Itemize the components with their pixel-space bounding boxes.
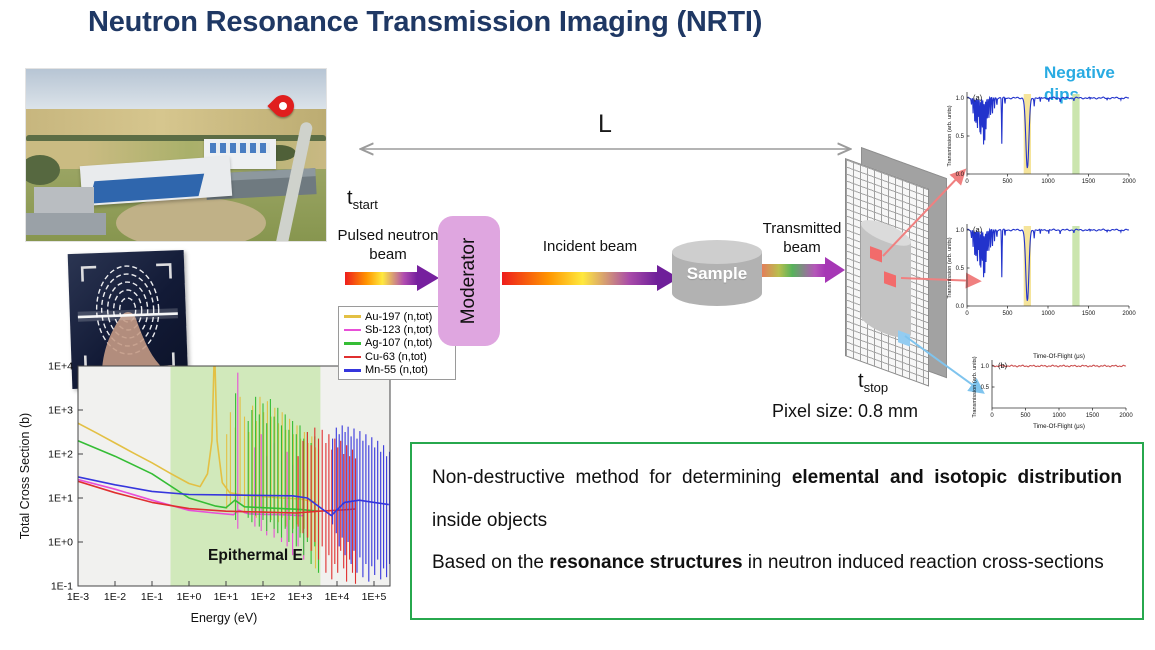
svg-text:2000: 2000	[1122, 311, 1136, 317]
page-title: Neutron Resonance Transmission Imaging (…	[88, 6, 763, 38]
svg-text:Epithermal E: Epithermal E	[208, 547, 303, 564]
chart-legend: Au-197 (n,tot)Sb-123 (n,tot)Ag-107 (n,to…	[338, 306, 456, 380]
svg-text:(a): (a)	[973, 93, 983, 102]
svg-text:1E+5: 1E+5	[362, 591, 387, 603]
legend-label: Cu-63 (n,tot)	[365, 350, 427, 363]
svg-text:Transmission (arb. units): Transmission (arb. units)	[972, 356, 978, 417]
legend-item: Mn-55 (n,tot)	[344, 364, 450, 377]
svg-text:Energy (eV): Energy (eV)	[191, 611, 258, 625]
legend-swatch	[344, 328, 361, 332]
svg-text:1E-1: 1E-1	[51, 581, 73, 593]
flight-path-arrow	[352, 136, 860, 160]
summary-line-2: Based on the resonance structures in neu…	[432, 552, 1104, 574]
svg-text:0.5: 0.5	[956, 266, 965, 272]
svg-text:1E+2: 1E+2	[251, 591, 276, 603]
summary-text-box: Non-destructive method for determining e…	[410, 442, 1144, 620]
svg-text:0: 0	[990, 413, 994, 419]
svg-text:Time-Of-Flight (μs): Time-Of-Flight (μs)	[1033, 423, 1085, 430]
legend-swatch	[344, 315, 361, 318]
svg-text:0.5: 0.5	[981, 385, 990, 391]
svg-text:1E+4: 1E+4	[48, 361, 73, 373]
legend-swatch	[344, 368, 361, 372]
legend-label: Ag-107 (n,tot)	[365, 337, 433, 350]
svg-text:1000: 1000	[1041, 179, 1055, 185]
svg-text:(a): (a)	[973, 225, 983, 234]
svg-text:1.0: 1.0	[956, 228, 965, 234]
svg-text:Total Cross Section (b): Total Cross Section (b)	[18, 413, 32, 539]
svg-text:1E+1: 1E+1	[48, 493, 73, 505]
legend-swatch	[344, 355, 361, 359]
svg-text:1.0: 1.0	[956, 96, 965, 102]
svg-text:(b): (b)	[998, 361, 1008, 370]
legend-label: Au-197 (n,tot)	[365, 310, 433, 323]
sample-label: Sample	[686, 264, 748, 283]
svg-text:500: 500	[1002, 179, 1013, 185]
svg-text:1E-3: 1E-3	[67, 591, 89, 603]
svg-text:0: 0	[965, 179, 969, 185]
svg-text:1E-2: 1E-2	[104, 591, 126, 603]
svg-text:1E+2: 1E+2	[48, 449, 73, 461]
photo-mound	[116, 197, 266, 241]
svg-text:1000: 1000	[1041, 311, 1055, 317]
pixel-size-label: Pixel size: 0.8 mm	[772, 401, 919, 421]
legend-label: Sb-123 (n,tot)	[365, 324, 433, 337]
summary-line-1: Non-destructive method for determining e…	[432, 467, 1123, 531]
moderator-label: Moderator	[458, 237, 479, 325]
photo-building	[26, 213, 106, 235]
svg-text:0: 0	[965, 311, 969, 317]
svg-text:1000: 1000	[1052, 413, 1066, 419]
legend-label: Mn-55 (n,tot)	[365, 364, 428, 377]
svg-text:0.0: 0.0	[956, 304, 965, 310]
sample-cylinder-top	[672, 240, 762, 264]
svg-text:0.5: 0.5	[956, 134, 965, 140]
transmission-plot-b: 1.0 0.5 0 500 1000 1500 2000 (b) Transmission (a…	[972, 353, 1133, 430]
photo-building	[34, 187, 94, 213]
svg-text:1E+3: 1E+3	[48, 405, 73, 417]
pixel-to-plot-arrows	[882, 168, 985, 394]
moderator-box: Moderator	[438, 216, 500, 346]
svg-text:1500: 1500	[1086, 413, 1100, 419]
svg-text:1E-1: 1E-1	[141, 591, 163, 603]
flight-path-length-label: L	[598, 110, 612, 138]
photo-trees	[26, 155, 60, 185]
t-stop-label: tstop	[858, 370, 889, 395]
svg-text:2000: 2000	[1122, 179, 1136, 185]
facility-photo	[25, 68, 327, 242]
svg-text:1E+3: 1E+3	[288, 591, 313, 603]
svg-text:Time-Of-Flight (μs): Time-Of-Flight (μs)	[1033, 353, 1085, 360]
transmission-plot-a1: 1.0 0.5 0.00 500 1000 1500 2000 (a) Transmission…	[947, 92, 1136, 185]
legend-swatch	[344, 342, 361, 345]
svg-text:1500: 1500	[1082, 311, 1096, 317]
svg-text:0.0: 0.0	[956, 172, 965, 178]
t-start-label: tstart	[347, 187, 378, 212]
svg-text:500: 500	[1020, 413, 1031, 419]
svg-text:Transmission (arb. units): Transmission (arb. units)	[947, 105, 953, 166]
legend-item: Sb-123 (n,tot)	[344, 323, 450, 336]
svg-text:1.0: 1.0	[981, 364, 990, 370]
photo-treeline	[26, 135, 326, 142]
svg-text:1500: 1500	[1082, 179, 1096, 185]
svg-text:1E+1: 1E+1	[214, 591, 239, 603]
legend-item: Au-197 (n,tot)	[344, 310, 450, 323]
svg-text:500: 500	[1002, 311, 1013, 317]
svg-text:2000: 2000	[1119, 413, 1133, 419]
incident-beam-label: Incident beam	[542, 238, 638, 255]
svg-text:1E+0: 1E+0	[48, 537, 73, 549]
svg-text:1E+4: 1E+4	[325, 591, 350, 603]
svg-text:Transmission (arb. units): Transmission (arb. units)	[947, 237, 953, 298]
svg-text:1E+0: 1E+0	[177, 591, 202, 603]
legend-item: Ag-107 (n,tot)	[344, 337, 450, 350]
legend-item: Cu-63 (n,tot)	[344, 350, 450, 363]
transmission-plot-a2: 1.0 0.5 0.00 500 1000 1500 2000 (a) Transmission…	[947, 224, 1136, 317]
